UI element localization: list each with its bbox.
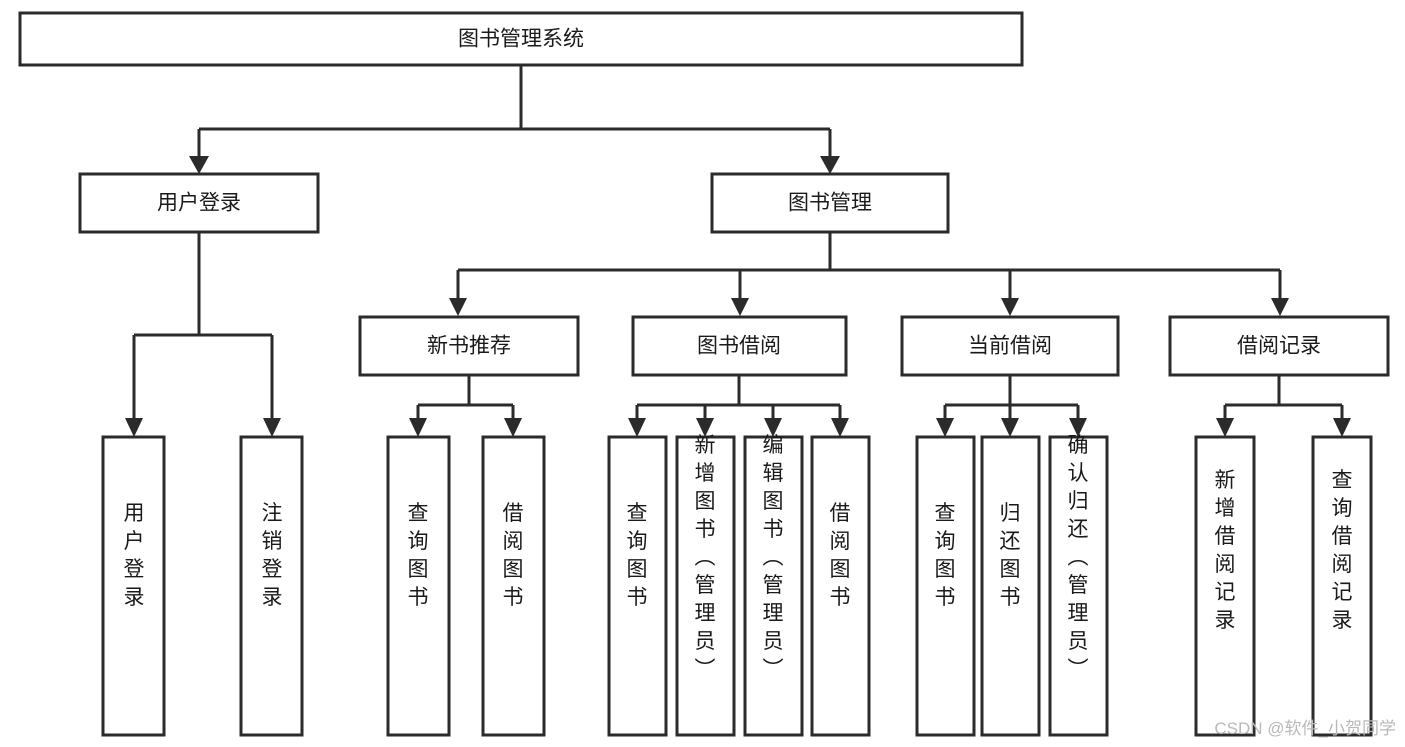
leaf-new-book-recommend-1-box[interactable] (481, 435, 546, 737)
leaf-user-login-1[interactable]: 注销登录 (239, 435, 304, 737)
leaf-new-book-recommend-1-label: 借阅图书 (503, 502, 524, 609)
node-new-book-recommend-label: 新书推荐 (427, 335, 511, 358)
node-book-manage[interactable]: 图书管理 (710, 172, 950, 234)
leaf-book-borrow-3-label: 借阅图书 (830, 502, 851, 609)
leaf-new-book-recommend-0[interactable]: 查询图书 (386, 435, 451, 737)
leaf-current-borrow-0-box[interactable] (915, 435, 976, 737)
arrow-head-user-login-leaf-1 (263, 418, 281, 437)
arrow-head-br-leaf-1 (1333, 418, 1351, 437)
leaf-book-borrow-3-box[interactable] (810, 435, 871, 737)
arrow-head-book-manage (820, 156, 840, 174)
leaf-borrow-record-1-box[interactable] (1311, 435, 1373, 737)
leaf-new-book-recommend-0-label: 查询图书 (408, 502, 429, 609)
leaf-borrow-record-1-label: 查询借阅记录 (1332, 469, 1353, 632)
node-borrow-record-label: 借阅记录 (1237, 335, 1321, 358)
leaf-book-borrow-2[interactable]: 编辑图书︵管理员︶ (743, 434, 804, 737)
leaf-borrow-record-0[interactable]: 新增借阅记录 (1194, 435, 1256, 737)
arrow-head-bb-leaf-3 (831, 418, 849, 437)
leaf-new-book-recommend-1[interactable]: 借阅图书 (481, 435, 546, 737)
arrow-head-br-leaf-0 (1216, 418, 1234, 437)
node-root-box[interactable] (18, 11, 1024, 67)
leaf-user-login-1-label: 注销登录 (262, 502, 283, 609)
leaf-current-borrow-1-label: 归还图书 (1000, 502, 1021, 609)
leaf-book-borrow-2-label: 编辑图书︵管理员︶ (763, 434, 784, 681)
node-book-borrow-label: 图书借阅 (697, 335, 781, 358)
node-user-login-box[interactable] (78, 172, 320, 234)
arrow-head-bb-leaf-2 (764, 418, 782, 437)
leaf-book-borrow-1-box[interactable] (675, 435, 736, 737)
node-book-borrow-box[interactable] (631, 315, 848, 377)
node-new-book-recommend[interactable]: 新书推荐 (358, 315, 580, 377)
leaf-current-borrow-2[interactable]: 确认归还︵管理员︶ (1048, 434, 1109, 737)
node-book-manage-label: 图书管理 (788, 192, 872, 215)
arrow-head-new-book-recommend (449, 298, 467, 316)
arrow-head-user-login (189, 156, 209, 174)
leaf-borrow-record-1[interactable]: 查询借阅记录 (1311, 435, 1373, 737)
arrow-head-bb-leaf-1 (696, 418, 714, 437)
arrow-head-bb-leaf-0 (628, 418, 646, 437)
node-current-borrow-label: 当前借阅 (968, 335, 1052, 358)
leaf-current-borrow-1[interactable]: 归还图书 (980, 435, 1041, 737)
leaf-book-borrow-0[interactable]: 查询图书 (607, 435, 668, 737)
leaf-book-borrow-3[interactable]: 借阅图书 (810, 435, 871, 737)
node-root-label: 图书管理系统 (458, 28, 584, 51)
arrow-head-book-borrow (731, 298, 749, 316)
leaf-current-borrow-1-box[interactable] (980, 435, 1041, 737)
leaf-user-login-0-box[interactable] (101, 435, 166, 737)
arrow-head-borrow-record (1271, 298, 1289, 316)
node-user-login-label: 用户登录 (157, 192, 241, 215)
leaf-book-borrow-1[interactable]: 新增图书︵管理员︶ (675, 434, 736, 737)
arrow-head-cb-leaf-0 (936, 418, 954, 437)
arrow-head-current-borrow (1001, 298, 1019, 316)
leaf-current-borrow-2-box[interactable] (1048, 435, 1109, 737)
node-book-manage-box[interactable] (710, 172, 950, 234)
leaf-book-borrow-1-label: 新增图书︵管理员︶ (695, 434, 716, 681)
node-current-borrow-box[interactable] (900, 315, 1120, 377)
leaf-current-borrow-0[interactable]: 查询图书 (915, 435, 976, 737)
node-new-book-recommend-box[interactable] (358, 315, 580, 377)
arrow-head-nbr-leaf-1 (504, 418, 522, 437)
leaf-book-borrow-0-label: 查询图书 (627, 502, 648, 609)
node-root[interactable]: 图书管理系统 (18, 11, 1024, 67)
leaf-user-login-0-label: 用户登录 (124, 502, 145, 609)
watermark-label: CSDN @软件_小贺同学 (1214, 719, 1396, 738)
node-borrow-record-box[interactable] (1168, 315, 1390, 377)
node-user-login[interactable]: 用户登录 (78, 172, 320, 234)
node-borrow-record[interactable]: 借阅记录 (1168, 315, 1390, 377)
leaf-current-borrow-0-label: 查询图书 (935, 502, 956, 609)
leaf-user-login-0[interactable]: 用户登录 (101, 435, 166, 737)
arrow-head-cb-leaf-2 (1069, 418, 1087, 437)
node-current-borrow[interactable]: 当前借阅 (900, 315, 1120, 377)
arrow-head-cb-leaf-1 (1001, 418, 1019, 437)
arrow-head-nbr-leaf-0 (409, 418, 427, 437)
leaf-current-borrow-2-label: 确认归还︵管理员︶ (1068, 434, 1089, 681)
node-book-borrow[interactable]: 图书借阅 (631, 315, 848, 377)
leaf-borrow-record-0-label: 新增借阅记录 (1215, 469, 1236, 632)
leaf-book-borrow-0-box[interactable] (607, 435, 668, 737)
arrow-head-user-login-leaf-0 (125, 418, 143, 437)
leaf-borrow-record-0-box[interactable] (1194, 435, 1256, 737)
connectors-group (125, 65, 1351, 437)
leaf-book-borrow-2-box[interactable] (743, 435, 804, 737)
leaf-new-book-recommend-0-box[interactable] (386, 435, 451, 737)
leaf-user-login-1-box[interactable] (239, 435, 304, 737)
